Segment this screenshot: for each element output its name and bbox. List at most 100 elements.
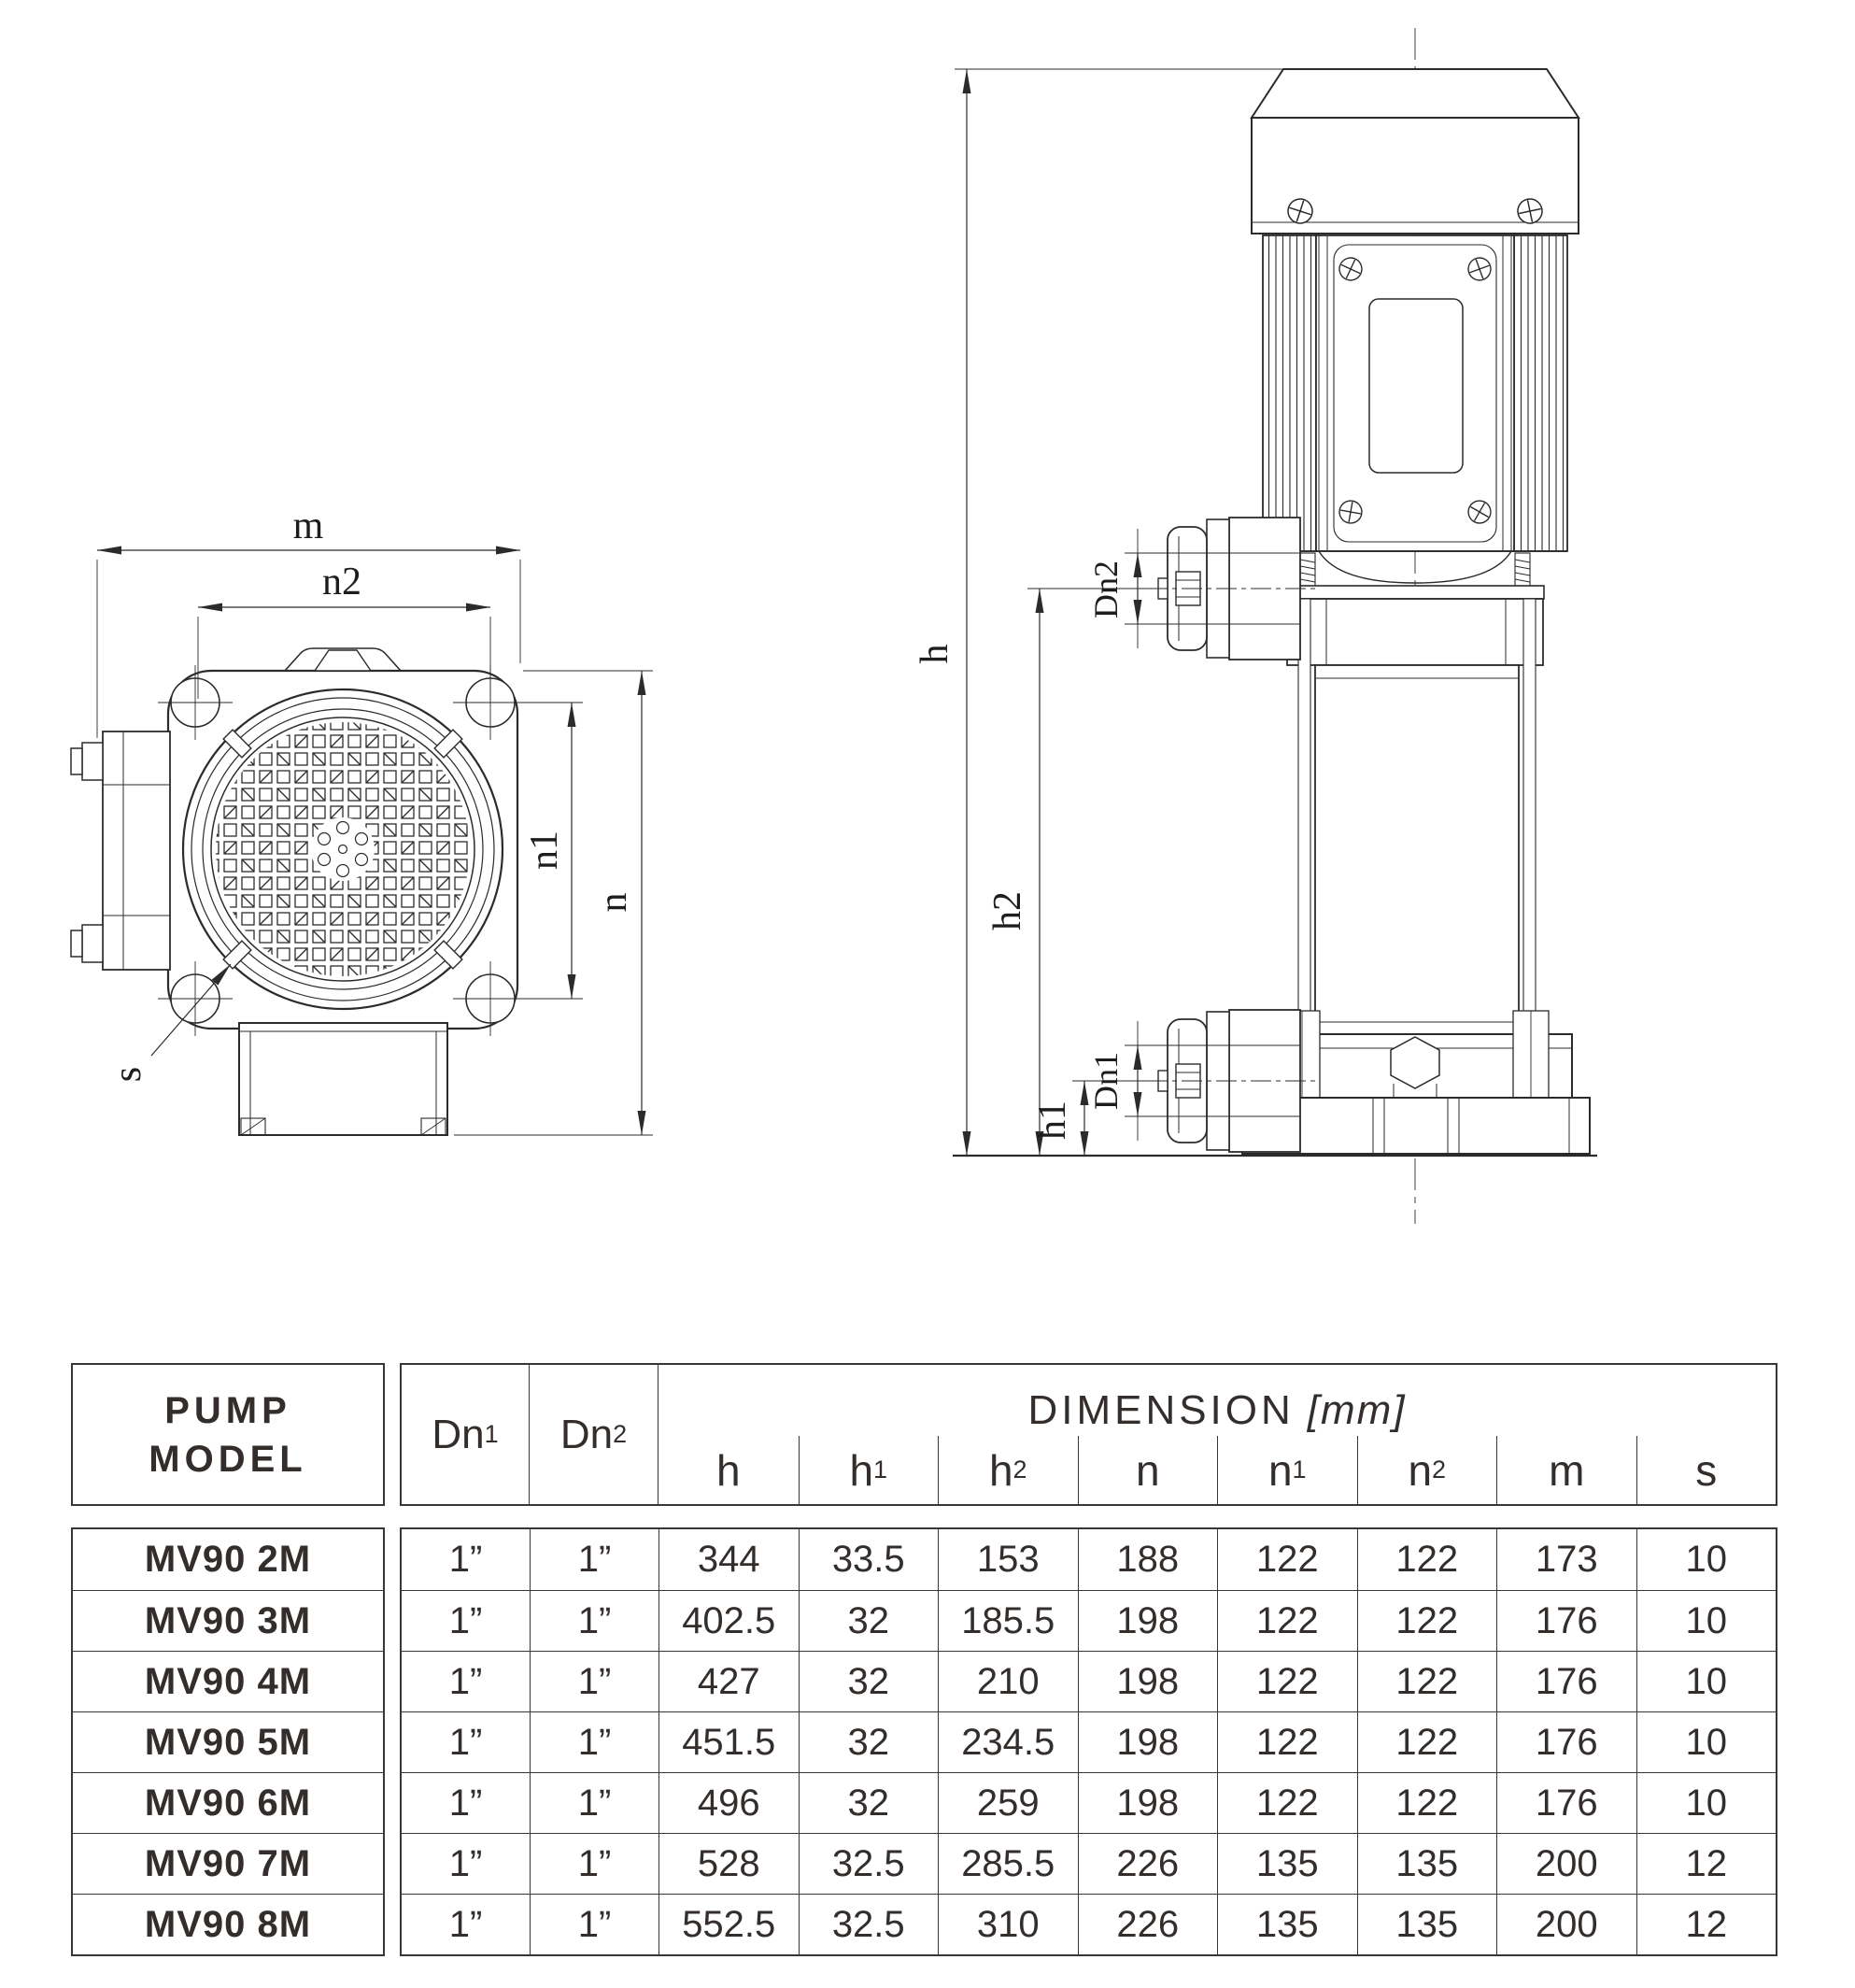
top-view-drawing [70, 546, 653, 1136]
pump-model-title: PUMP MODEL [149, 1389, 307, 1480]
label-s: s [106, 1067, 149, 1082]
table-cell: 10 [1636, 1529, 1777, 1590]
table-cell: 310 [938, 1894, 1078, 1954]
table-cell: 1” [530, 1529, 658, 1590]
table-cell: 122 [1356, 1711, 1496, 1772]
table-cell: 1” [530, 1590, 658, 1651]
table-body: MV90 2M MV90 3M MV90 4M MV90 5M MV90 6M … [71, 1527, 1777, 1956]
table-cell: 226 [1077, 1894, 1217, 1954]
pump-technical-drawings: m n2 n1 n s [70, 28, 1597, 1224]
table-cell: 200 [1496, 1833, 1636, 1894]
dimension-n2 [197, 603, 491, 699]
table-cell: 185.5 [938, 1590, 1078, 1651]
column-header-m: m [1496, 1436, 1636, 1504]
table-cell: 173 [1496, 1529, 1636, 1590]
table-cell: 552.5 [658, 1894, 799, 1954]
table-cell: 226 [1077, 1833, 1217, 1894]
table-cell: 1” [402, 1651, 530, 1711]
table-cell: 285.5 [938, 1833, 1078, 1894]
table-cell: 528 [658, 1833, 799, 1894]
table-cell: 1” [530, 1894, 658, 1954]
table-cell: 32 [798, 1651, 938, 1711]
model-cell: MV90 7M [73, 1833, 383, 1894]
table-cell: 122 [1217, 1772, 1357, 1833]
table-cell: 176 [1496, 1651, 1636, 1711]
table-cell: 135 [1217, 1894, 1357, 1954]
model-cell: MV90 5M [73, 1711, 383, 1772]
table-cell: 344 [658, 1529, 799, 1590]
table-cell: 1” [448, 1539, 483, 1580]
model-cell: MV90 6M [73, 1772, 383, 1833]
label-h2: h2 [986, 891, 1029, 930]
table-cell: 234.5 [938, 1711, 1078, 1772]
pump-head [1282, 585, 1545, 666]
table-cell: 198 [1077, 1711, 1217, 1772]
table-cell: 122 [1217, 1590, 1357, 1651]
table-cell: 32.5 [798, 1894, 938, 1954]
table-cell: 122 [1356, 1590, 1496, 1651]
motor-body [1262, 234, 1568, 584]
tie-rod-springs [1299, 552, 1531, 588]
fan-cap [1250, 68, 1580, 234]
table-cell: 1” [402, 1833, 530, 1894]
table-cell: 153 [938, 1529, 1078, 1590]
table-cell: 1” [530, 1772, 658, 1833]
label-n: n [592, 893, 635, 913]
table-cell: 451.5 [658, 1711, 799, 1772]
label-dn1: Dn1 [1087, 1052, 1125, 1110]
leader-s [150, 963, 232, 1057]
model-cell: MV90 3M [73, 1590, 383, 1651]
table-cell: 122 [1217, 1529, 1357, 1590]
label-dn2: Dn2 [1087, 561, 1125, 618]
table-cell: 1” [402, 1772, 530, 1833]
dimension-n1 [512, 702, 583, 1000]
table-cell: 1” [402, 1590, 530, 1651]
table-cell: 1” [402, 1711, 530, 1772]
flange-bolt-holes [158, 665, 528, 1036]
table-cell: 10 [1636, 1590, 1776, 1651]
table-cell: 12 [1636, 1894, 1776, 1954]
table-cell: 10 [1636, 1772, 1776, 1833]
bottom-box [238, 1022, 448, 1136]
cover-clamp-tabs [222, 729, 463, 970]
model-column: MV90 2M MV90 3M MV90 4M MV90 5M MV90 6M … [71, 1527, 385, 1956]
table-cell: 122 [1217, 1711, 1357, 1772]
table-cell: 1” [530, 1711, 658, 1772]
table-cell: 176 [1496, 1711, 1636, 1772]
table-cell: 176 [1496, 1772, 1636, 1833]
dimension-dn2 [1125, 529, 1233, 648]
table-cell: 1” [530, 1833, 658, 1894]
dimension-title: DIMENSION [mm] [1027, 1387, 1407, 1433]
table-cell: 33.5 [798, 1529, 939, 1590]
model-cell: MV90 8M [73, 1894, 383, 1954]
table-cell: 176 [1496, 1590, 1636, 1651]
table-cell: 198 [1077, 1651, 1217, 1711]
table-cell: 402.5 [658, 1590, 799, 1651]
table-cell: 10 [1636, 1711, 1776, 1772]
table-cell: 1” [530, 1651, 658, 1711]
dimension-h1 [1072, 1080, 1158, 1156]
table-cell: 32 [798, 1590, 938, 1651]
table-cell: 122 [1356, 1529, 1497, 1590]
label-n1: n1 [523, 831, 566, 870]
table-cell: 135 [1217, 1833, 1357, 1894]
table-cell: 496 [658, 1772, 799, 1833]
pump-model-header-cell: PUMP MODEL [71, 1363, 385, 1506]
table-cell: 32 [798, 1711, 938, 1772]
table-cell: 32.5 [798, 1833, 938, 1894]
table-cell: 259 [938, 1772, 1078, 1833]
label-h1: h1 [1031, 1100, 1074, 1140]
dimension-m [96, 546, 521, 738]
table-cell: 210 [938, 1651, 1078, 1711]
dimension-dn1 [1125, 1021, 1233, 1141]
model-cell: MV90 2M [144, 1539, 312, 1580]
table-cell: 135 [1356, 1894, 1496, 1954]
column-header-n: n [1077, 1436, 1218, 1504]
